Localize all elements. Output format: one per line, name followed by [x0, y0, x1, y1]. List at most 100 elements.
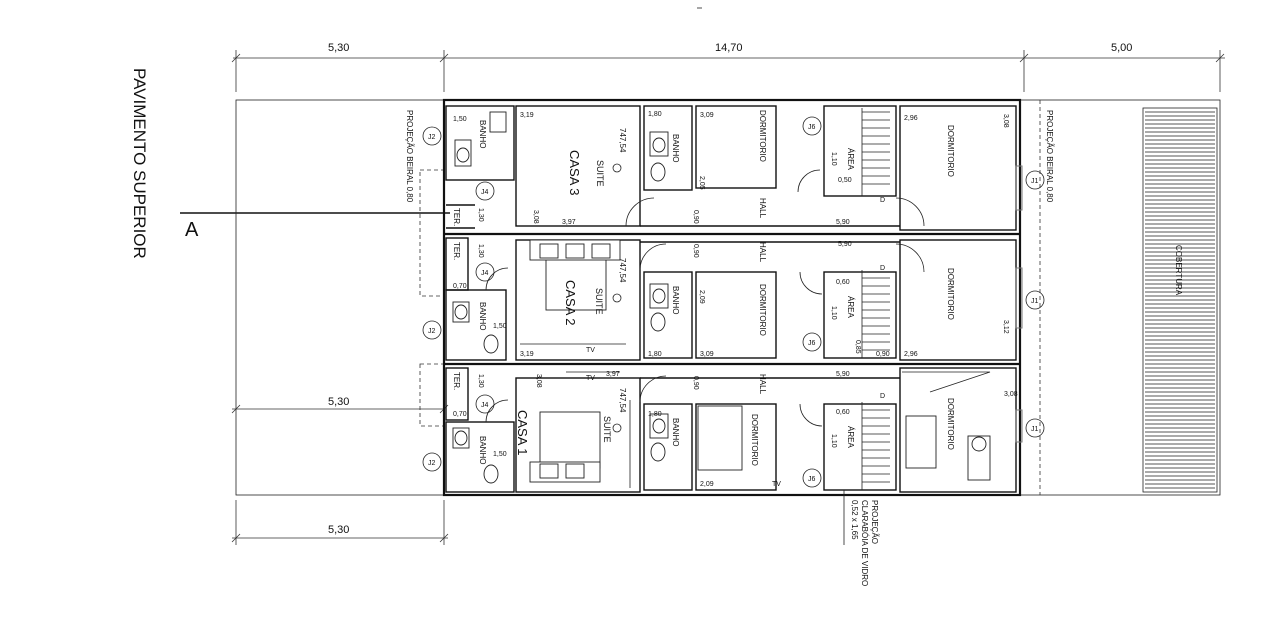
beiral-projection-left — [419, 169, 445, 297]
c1-m180: 1,80 — [648, 411, 662, 418]
c1-m397: 3,97 — [606, 371, 620, 378]
win-j1-b: J1 — [1031, 298, 1039, 305]
win-j6-c: J6 — [808, 476, 816, 483]
c1-m110: 1,10 — [830, 434, 837, 448]
win-j6-b: J6 — [808, 340, 816, 347]
casa2-hall: HALL — [758, 242, 767, 263]
casa3-dormitorio-1: DORMITORIO — [758, 110, 767, 162]
c3-m205: 2,05 — [698, 176, 705, 190]
c2-m209: 2,09 — [698, 290, 705, 304]
casa2-banho-2: BANHO — [671, 286, 680, 314]
casa-2 — [445, 237, 1017, 361]
casa2-banho: BANHO — [478, 302, 487, 330]
cobertura-roof — [1142, 107, 1218, 493]
note-beiral-right: PROJEÇÃO BEIRAL 0,80 — [1045, 110, 1054, 203]
dim-left-mid: 5,30 — [328, 396, 349, 408]
casa1-suite: SUITE — [602, 416, 612, 443]
casa2-dormitorio-2: DORMITORIO — [946, 268, 955, 320]
c1-m308: 3,08 — [535, 374, 542, 388]
c2-m319: 3,19 — [520, 351, 534, 358]
casa1-area: ÁREA — [846, 426, 855, 448]
casa3-banho-2: BANHO — [671, 134, 680, 162]
c2-m180: 1,80 — [648, 351, 662, 358]
casa3-name: CASA 3 — [567, 150, 582, 196]
building-outline — [442, 98, 1022, 497]
casa1-banho-2: BANHO — [671, 418, 680, 446]
c3-m150: 1,50 — [453, 116, 467, 123]
window-markers — [422, 116, 1045, 488]
casa1-banho: BANHO — [478, 436, 487, 464]
c2-m085: 0,85 — [854, 340, 861, 354]
label-cobertura: COBERTURA — [1174, 245, 1183, 296]
casa2-d: D — [880, 265, 885, 272]
bottom-dimension — [231, 500, 449, 545]
c2-m312: 3,12 — [1002, 320, 1009, 334]
c3-m110: 1,10 — [830, 152, 837, 166]
win-j2-c: J2 — [428, 460, 436, 467]
c2-m090b: 0,90 — [876, 351, 890, 358]
casa1-dormitorio-2: DORMITORIO — [946, 398, 955, 450]
facade-window-3 — [1015, 409, 1023, 443]
c3-m090: 0,90 — [692, 210, 699, 224]
win-j2-a: J2 — [428, 134, 436, 141]
casa1-d: D — [880, 393, 885, 400]
win-j4-b: J4 — [481, 270, 489, 277]
top-dimension — [231, 50, 1225, 92]
win-j2-b: J2 — [428, 328, 436, 335]
c1-m308b: 3,08 — [1004, 391, 1018, 398]
casa3-hall: HALL — [758, 198, 767, 219]
c3-m319: 3,19 — [520, 112, 534, 119]
note-claraboia-1: PROJEÇÃO — [870, 500, 879, 544]
note-beiral-left: PROJEÇÃO BEIRAL 0,80 — [405, 110, 414, 203]
casa1-hall: HALL — [758, 374, 767, 395]
c1-m060: 0,60 — [836, 409, 850, 416]
c3-m296: 2,96 — [904, 115, 918, 122]
casa3-dormitorio-2: DORMITORIO — [946, 125, 955, 177]
dim-right: 5,00 — [1111, 42, 1132, 54]
casa2-dormitorio-1: DORMITORIO — [758, 284, 767, 336]
c2-m110: 1,10 — [830, 306, 837, 320]
c2-m060: 0,60 — [836, 279, 850, 286]
c2-m070: 0,70 — [453, 283, 467, 290]
c2-m090: 0,90 — [692, 244, 699, 258]
casa3-d: D — [880, 197, 885, 204]
c3-m308: 3,08 — [532, 210, 539, 224]
plan-title: PAVIMENTO SUPERIOR — [130, 68, 149, 259]
c2-m590: 5,90 — [838, 241, 852, 248]
c2-m150: 1,50 — [493, 323, 507, 330]
casa1-name: CASA 1 — [515, 410, 530, 456]
note-claraboia-3: 0,52 x 1,65 — [850, 500, 859, 540]
dim-middle: 14,70 — [715, 42, 743, 54]
c2-m130: 1,30 — [477, 244, 484, 258]
c3-m309: 3,09 — [700, 112, 714, 119]
casa-3 — [445, 105, 1017, 231]
casa1-ter: TER. — [452, 372, 461, 390]
win-j4-a: J4 — [481, 189, 489, 196]
win-j4-c: J4 — [481, 402, 489, 409]
c1-m590: 5,90 — [836, 371, 850, 378]
casa1-tv-2: TV — [772, 481, 781, 488]
casa2-suite: SUITE — [594, 288, 604, 315]
casa1-tv: TV — [586, 375, 595, 382]
beiral-projection-left-2 — [419, 363, 445, 427]
c1-m070: 0,70 — [453, 411, 467, 418]
casa3-banho: BANHO — [478, 120, 487, 148]
casa2-tv: TV — [586, 347, 595, 354]
section-marker: A — [185, 219, 199, 241]
casa1-level: 747,54 — [618, 388, 627, 413]
c3-m180: 1,80 — [648, 111, 662, 118]
win-j6-a: J6 — [808, 124, 816, 131]
note-claraboia-2: CLARABÓIA DE VIDRO — [860, 500, 869, 586]
casa3-suite: SUITE — [595, 160, 605, 187]
c2-m309: 3,09 — [700, 351, 714, 358]
win-j1-c: J1 — [1031, 426, 1039, 433]
casa2-level: 747,54 — [618, 258, 627, 283]
c3-m050: 0,50 — [838, 177, 852, 184]
dim-left-bottom: 5,30 — [328, 524, 349, 536]
c3-m308b: 3,08 — [1002, 114, 1009, 128]
facade-window-2 — [1015, 267, 1023, 329]
c1-m090: 0,90 — [692, 376, 699, 390]
c1-m209: 2,09 — [700, 481, 714, 488]
c3-m397: 3,97 — [562, 219, 576, 226]
casa2-area: ÁREA — [846, 296, 855, 318]
